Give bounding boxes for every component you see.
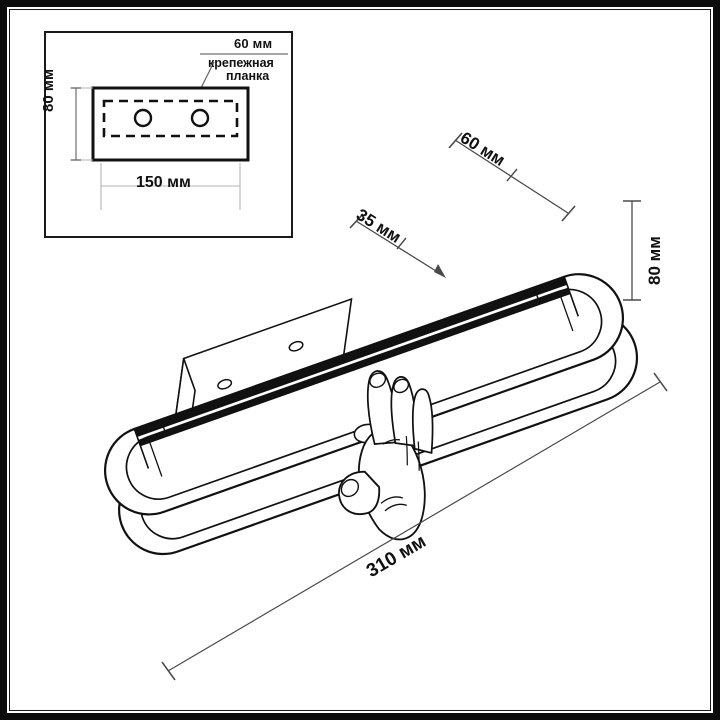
inset-width-dimension: 150 мм	[136, 174, 191, 191]
lamp-right-inner-seam	[558, 291, 574, 332]
hand-nail-index	[369, 372, 387, 389]
dim-depth-60-tick-end	[561, 205, 576, 222]
inset-bracket-dashed	[102, 99, 239, 138]
hand-finger-ring	[411, 388, 434, 455]
dim-length-310	[161, 372, 668, 681]
dim-height-80	[623, 200, 641, 301]
dim-length-310-tick-end	[653, 372, 668, 392]
inset-callout-dimension: 60 мм	[234, 36, 273, 51]
inset-callout-label-line2: планка	[226, 69, 270, 83]
hand-crease-4	[405, 436, 408, 466]
dim-bracket-35	[349, 213, 446, 278]
hand-crease-3	[382, 438, 400, 445]
inset-hole-left	[133, 108, 153, 128]
lamp-top-face	[103, 273, 625, 516]
dim-length-310-line	[167, 381, 661, 672]
dim-bracket-35-arrow	[434, 264, 446, 278]
lamp-right-cap-tick	[533, 287, 541, 305]
hand-illustration	[338, 370, 434, 541]
lamp-right-seam	[563, 276, 580, 317]
inset-detail-group	[44, 31, 293, 238]
dim-bracket-35-tick-mid	[396, 237, 407, 250]
inset-hole-right	[190, 108, 210, 128]
lamp-left-seam	[133, 428, 150, 469]
bracket-hole-left	[217, 378, 233, 390]
main-height-dimension: 80 мм	[645, 236, 664, 285]
lamp-top-inner-outline	[125, 288, 603, 500]
hand-crease-1	[380, 496, 404, 504]
inset-plate-outline	[91, 86, 250, 162]
dim-depth-60-tick-mid	[506, 168, 518, 182]
hand-nail-thumb	[340, 478, 360, 498]
dim-depth-60	[448, 132, 576, 222]
dim-bracket-35-line	[355, 220, 445, 277]
bracket-hole-right	[288, 340, 304, 352]
hand-crease-5	[417, 441, 420, 471]
inset-callout-label-line1: крепежная	[208, 56, 274, 70]
lamp-left-inner-seam	[147, 436, 163, 477]
inset-height-dimension: 80 мм	[40, 68, 57, 112]
hand-nail-middle	[393, 378, 410, 394]
dim-length-310-tick-start	[161, 661, 176, 681]
dim-depth-60-tick-start	[448, 132, 463, 149]
dim-bracket-35-tick-start	[349, 213, 364, 229]
lamp-left-cap-tick	[160, 419, 168, 437]
hand-crease-2	[384, 503, 407, 512]
